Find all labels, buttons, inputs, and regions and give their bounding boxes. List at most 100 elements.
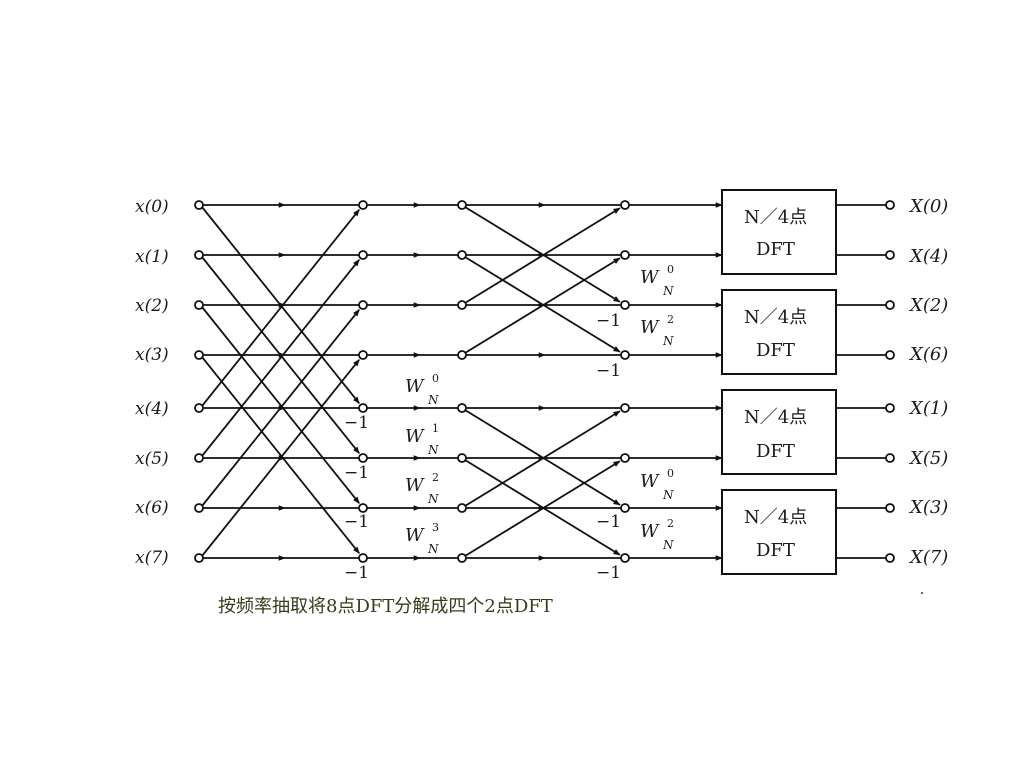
svg-text:W: W — [640, 471, 660, 492]
stage2-cross-wire — [464, 459, 621, 556]
signal-node — [620, 453, 630, 463]
signal-node — [620, 250, 630, 260]
input-label: x(2) — [135, 296, 169, 316]
signal-node — [620, 200, 630, 210]
stage1-cross-wire — [201, 309, 360, 507]
minus-one-label: −1 — [596, 512, 621, 532]
signal-node — [457, 350, 467, 360]
output-labels: X(0) X(4) X(2) X(6) X(1) X(5) X(3) X(7) — [908, 196, 948, 568]
output-label: X(1) — [908, 398, 948, 419]
signal-node — [358, 503, 368, 513]
svg-text:N: N — [662, 284, 674, 298]
signal-node — [457, 553, 467, 563]
stage1-twiddle-factors: W 0 N W 1 N W 2 N W 3 N — [405, 372, 439, 556]
stage1-cross-wire — [201, 256, 360, 454]
twiddle-factor: W 0 N — [405, 372, 439, 407]
svg-text:W: W — [405, 525, 425, 546]
twiddle-factor: W 1 N — [405, 422, 439, 457]
stage2-twiddle-factors: W 0 N W 2 N W 0 N W 2 N — [640, 263, 674, 552]
output-label: X(4) — [908, 246, 948, 267]
svg-text:2: 2 — [432, 471, 439, 484]
minus-one-label: −1 — [596, 563, 621, 583]
signal-node — [358, 250, 368, 260]
input-label: x(5) — [135, 449, 169, 469]
minus-one-label: −1 — [344, 413, 369, 433]
dft-block-title: N／4点 — [744, 307, 807, 328]
stage2-cross-wire — [464, 409, 621, 506]
signal-node — [620, 503, 630, 513]
signal-node — [358, 403, 368, 413]
input-label: x(6) — [135, 498, 169, 518]
minus-one-label: −1 — [344, 463, 369, 483]
svg-text:N: N — [427, 492, 439, 506]
input-label: x(4) — [135, 399, 169, 419]
signal-node — [620, 300, 630, 310]
dft-block-label: DFT — [756, 239, 795, 260]
signal-node — [194, 553, 204, 563]
svg-text:N: N — [662, 488, 674, 502]
signal-node — [358, 300, 368, 310]
signal-nodes — [194, 200, 895, 563]
twiddle-factor: W 2 N — [640, 517, 674, 552]
svg-text:W: W — [640, 317, 660, 338]
input-label: x(3) — [135, 345, 169, 365]
svg-text:2: 2 — [667, 313, 674, 326]
output-label: X(6) — [908, 344, 948, 365]
svg-text:W: W — [405, 475, 425, 496]
dft-block: N／4点 DFT — [721, 289, 837, 375]
minus-one-label: −1 — [344, 563, 369, 583]
dft-blocks: N／4点 DFT N／4点 DFT N／4点 DFT N／4点 DFT — [721, 189, 837, 575]
svg-text:W: W — [640, 521, 660, 542]
stage2-cross-wire — [464, 256, 621, 353]
signal-node — [885, 350, 895, 360]
signal-node — [194, 503, 204, 513]
twiddle-factor: W 2 N — [405, 471, 439, 506]
dft-block-title: N／4点 — [744, 407, 807, 428]
dft-block: N／4点 DFT — [721, 489, 837, 575]
dft-block: N／4点 DFT — [721, 389, 837, 475]
svg-text:1: 1 — [432, 422, 439, 435]
signal-node — [457, 250, 467, 260]
dft-block-label: DFT — [756, 340, 795, 361]
stage1-cross-wire — [201, 206, 360, 404]
svg-text:0: 0 — [432, 372, 439, 385]
twiddle-factor: W 0 N — [640, 263, 674, 298]
signal-node — [620, 350, 630, 360]
svg-text:2: 2 — [667, 517, 674, 530]
dft-block-label: DFT — [756, 441, 795, 462]
twiddle-factor: W 0 N — [640, 467, 674, 502]
svg-text:W: W — [405, 376, 425, 397]
dft-block-title: N／4点 — [744, 507, 807, 528]
minus-one-label: −1 — [596, 311, 621, 331]
output-label: X(5) — [908, 448, 948, 469]
dft-block-title: N／4点 — [744, 207, 807, 228]
svg-text:W: W — [640, 267, 660, 288]
signal-node — [457, 453, 467, 463]
signal-wires — [201, 202, 886, 561]
signal-node — [620, 403, 630, 413]
svg-text:N: N — [427, 393, 439, 407]
svg-text:0: 0 — [667, 467, 674, 480]
stage2-cross-wire — [464, 207, 621, 304]
signal-node — [194, 250, 204, 260]
signal-node — [358, 453, 368, 463]
twiddle-factor: W 3 N — [405, 521, 439, 556]
signal-node — [358, 200, 368, 210]
signal-node — [194, 200, 204, 210]
signal-node — [358, 553, 368, 563]
stage2-cross-wire — [464, 460, 621, 557]
signal-node — [457, 503, 467, 513]
svg-text:W: W — [405, 426, 425, 447]
signal-node — [457, 403, 467, 413]
stage2-cross-wire — [464, 206, 621, 303]
signal-node — [885, 200, 895, 210]
svg-text:N: N — [427, 542, 439, 556]
stage2-cross-wire — [464, 410, 621, 507]
stage1-cross-wire — [201, 259, 360, 457]
signal-node — [620, 553, 630, 563]
signal-node — [457, 300, 467, 310]
svg-text:N: N — [662, 538, 674, 552]
output-label: X(7) — [908, 547, 948, 568]
signal-node — [194, 300, 204, 310]
